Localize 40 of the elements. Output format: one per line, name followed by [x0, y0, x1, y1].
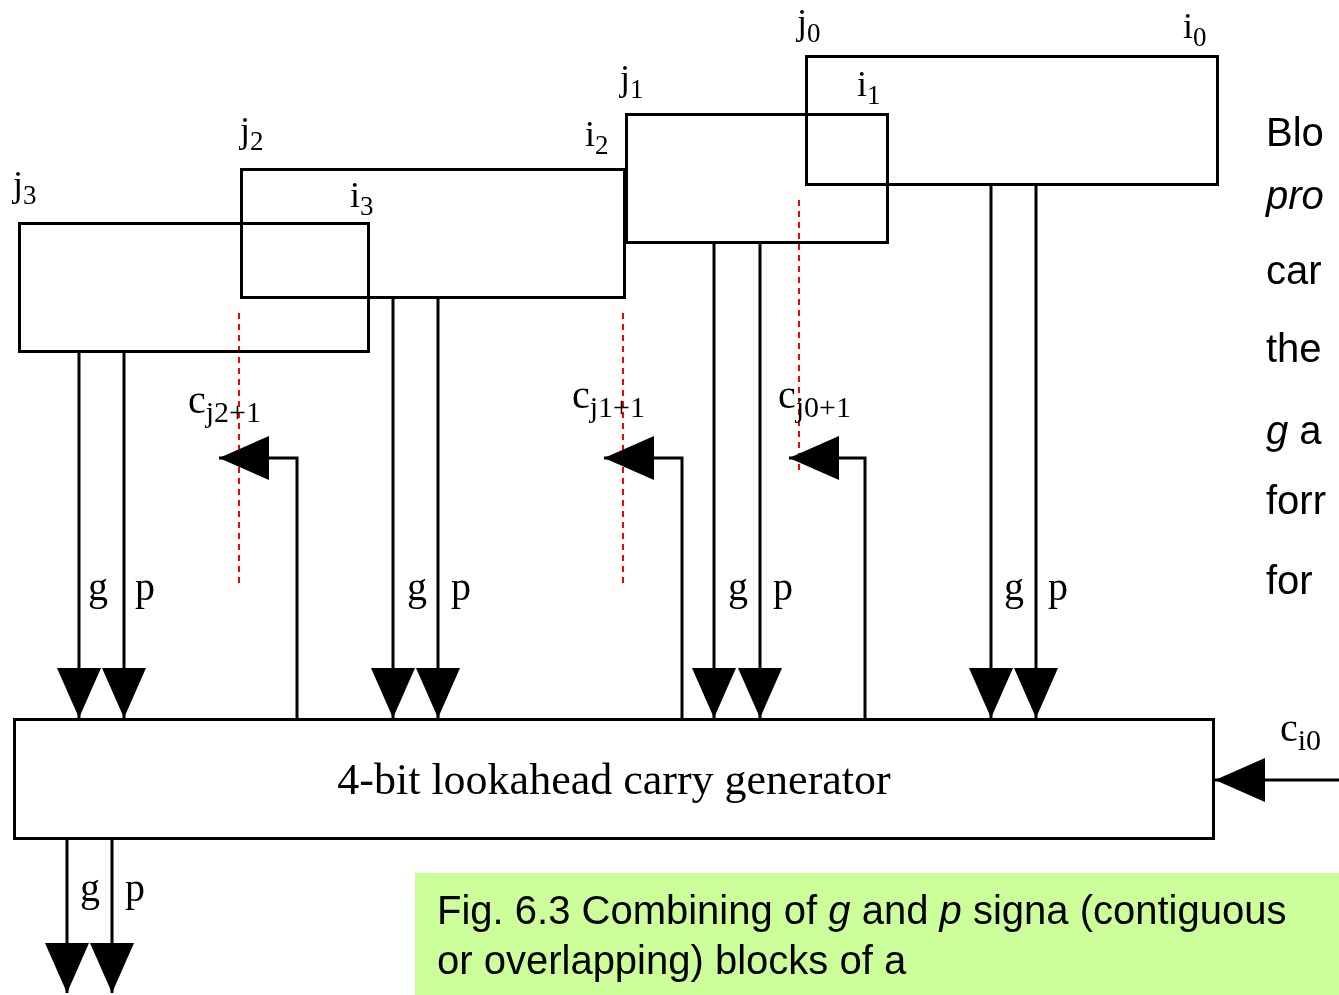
arrow [1215, 758, 1339, 802]
arrow [969, 186, 1013, 718]
block-box [625, 113, 889, 244]
arrow [416, 299, 460, 718]
signal-label: c$_{i0}$ [1280, 708, 1322, 755]
block-box [805, 55, 1219, 186]
arrow [57, 353, 101, 718]
arrow [738, 244, 782, 718]
text-line: pro [1266, 175, 1324, 215]
arrow [692, 244, 736, 718]
arrow [604, 436, 684, 718]
bit-index-label: j$_{2}$ [240, 112, 264, 156]
bit-index-label: i$_{1}$ [857, 66, 881, 110]
text-line: Blo [1266, 112, 1324, 152]
arrow [219, 436, 299, 718]
text-line: for [1266, 560, 1313, 600]
bit-index-label: j$_{0}$ [797, 4, 821, 48]
bit-index-label: i$_{3}$ [350, 177, 374, 221]
signal-label: c$_{j1+1}$ [572, 375, 646, 422]
text-line: forr [1266, 480, 1326, 520]
arrow [789, 436, 867, 718]
arrow [371, 299, 415, 718]
arrow [90, 840, 134, 993]
text-line: car [1266, 250, 1322, 290]
signal-label: c$_{j0+1}$ [778, 375, 852, 422]
block-box [18, 222, 370, 353]
figure-caption: Fig. 6.3 Combining of g and p signa (contiguous or overlapping) blocks of a [415, 873, 1339, 995]
bit-index-label: i$_{2}$ [585, 116, 609, 160]
bit-index-label: j$_{3}$ [13, 166, 37, 210]
arrow [1014, 186, 1058, 718]
bit-index-label: i$_{0}$ [1183, 8, 1207, 52]
generator-box [13, 718, 1215, 840]
bit-index-label: j$_{1}$ [620, 60, 644, 104]
text-line: the [1266, 328, 1322, 368]
text-line: g a [1266, 410, 1322, 450]
arrow [102, 353, 146, 718]
block-box [240, 168, 626, 299]
block-title: 4-bit lookahead carry generator [337, 753, 891, 805]
signal-label: c$_{j2+1}$ [188, 380, 262, 427]
arrow [45, 840, 89, 993]
